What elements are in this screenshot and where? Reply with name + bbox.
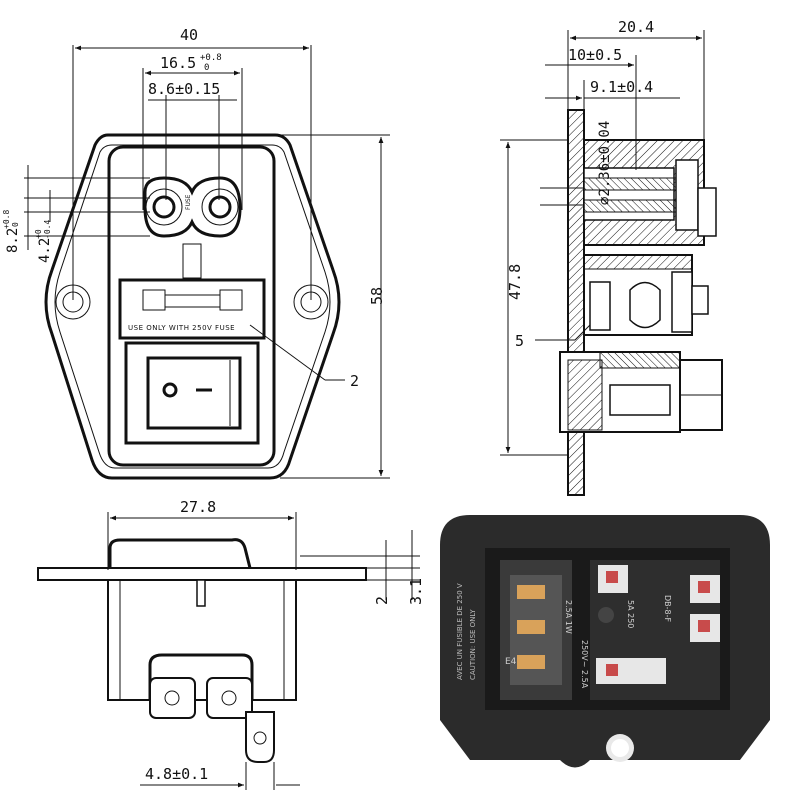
photo-hole [598,607,614,623]
side-fuse-clip [589,281,611,331]
dim-overall-depth: 20.4 [618,18,654,36]
body-outline [107,145,276,467]
photo-side-text: AVEC UN FUSIBLE DE 250 V [456,583,464,680]
dim-depth-b: 9.1±0.4 [590,78,653,96]
bottom-terminal-left [149,677,196,719]
photo-screw-c [698,620,710,632]
photo-side-text-2: CAUTION: USE ONLY [469,609,477,680]
photo-pin-3 [517,655,545,669]
dim-bottom-width: 27.8 [180,498,216,516]
photo-rating-3: 2.5A 1W [564,600,573,634]
bottom-flange [37,567,367,581]
product-photo: E4 AVEC UN FUSIBLE DE 250 V CAUTION: USE… [440,515,770,768]
bottom-terminal-hole-right [221,690,237,706]
fuse-clip-right [219,289,243,311]
switch-rocker [146,356,242,430]
fuse-clip-left [142,289,166,311]
dim-width: 40 [180,26,198,44]
socket-outline [143,176,242,238]
bottom-tab-hole [253,731,267,745]
dim-diameter: ∅2.36±0.04 [597,121,613,205]
dim-socket-span: 16.5 [160,54,196,72]
side-fuse-tab [691,285,709,315]
photo-rating-1: 250V~ 2.5A [580,640,589,689]
photo-screw-b [698,581,710,593]
fuse-body [164,294,221,308]
flange-inner-outline [54,144,331,469]
side-flange [567,109,585,496]
dim-v-a: 8.2 [5,228,21,253]
callout-5: 5 [515,332,524,350]
callout-5-leader-2 [574,324,591,341]
socket-mark: FUSE [185,194,192,210]
side-view: 20.4 10±0.5 9.1±0.4 ∅2.36±0.04 47.8 5 [500,18,723,496]
side-fuse-spring [629,281,661,329]
switch-off-symbol [162,382,178,398]
dim-v-b: 4.2 [37,238,53,263]
side-switch-top [599,351,681,369]
photo-pin-1 [517,585,545,599]
side-fuse-contact [671,271,693,333]
photo-cert-label: DB-8-F [663,595,672,623]
dim-depth-a: 10±0.5 [568,46,622,64]
dim-v-b-tol-upper: +0 [34,229,43,239]
dim-side-height: 47.8 [506,264,524,300]
dim-tab-width: 4.8±0.1 [145,765,208,783]
dim-socket-span-tol-lower: 0 [204,63,209,73]
photo-screw-d [606,664,618,676]
photo-mount-hole-inner [611,739,629,757]
dim-socket-span-tol-upper: +0.8 [200,53,222,63]
photo-pin-label: E4 [505,657,517,667]
bottom-rocker [108,538,252,569]
photo-screw-a [606,571,618,583]
dim-v-a-tol-upper: +0.8 [2,210,11,229]
fuse-holder [118,278,266,340]
socket-pin-right [208,195,232,219]
side-switch-rocker [567,359,603,431]
switch-frame [124,341,260,445]
socket-pin-right-outer [201,188,239,226]
photo-pin-2 [517,620,545,634]
dim-v-b-tol-lower: -0.4 [43,220,52,239]
side-fuse-top [583,254,693,270]
side-switch-inner [609,384,671,416]
bottom-view: 27.8 2 3.1 4.8±0.1 [37,498,425,790]
dim-height: 58 [368,287,386,305]
dim-pin-pitch: 8.6±0.15 [148,80,220,98]
side-terminal-tab [697,187,717,237]
side-terminal-a [675,159,699,231]
dim-thickness-b: 3.1 [407,578,425,605]
fuse-text: USE ONLY WITH 250V FUSE [128,324,235,332]
dim-thickness-a: 2 [373,596,391,605]
bottom-terminal-block [148,653,254,700]
photo-rating-2: 5A 250 [626,600,635,628]
stem [182,243,202,279]
bottom-terminal-hole-left [164,690,180,706]
callout-2: 2 [350,372,359,390]
bottom-pin [196,579,206,607]
socket-pin-left-outer [145,188,183,226]
flange-outline [44,133,341,480]
bottom-tab [245,711,275,763]
front-view: FUSE USE ONLY WITH 250V FUSE 2 40 16.5 +… [2,26,390,480]
dim-v-a-tol-lower: 0 [11,222,20,227]
callout-2-leader [249,324,326,381]
socket-pin-left [152,195,176,219]
bottom-terminal-right [206,677,253,719]
